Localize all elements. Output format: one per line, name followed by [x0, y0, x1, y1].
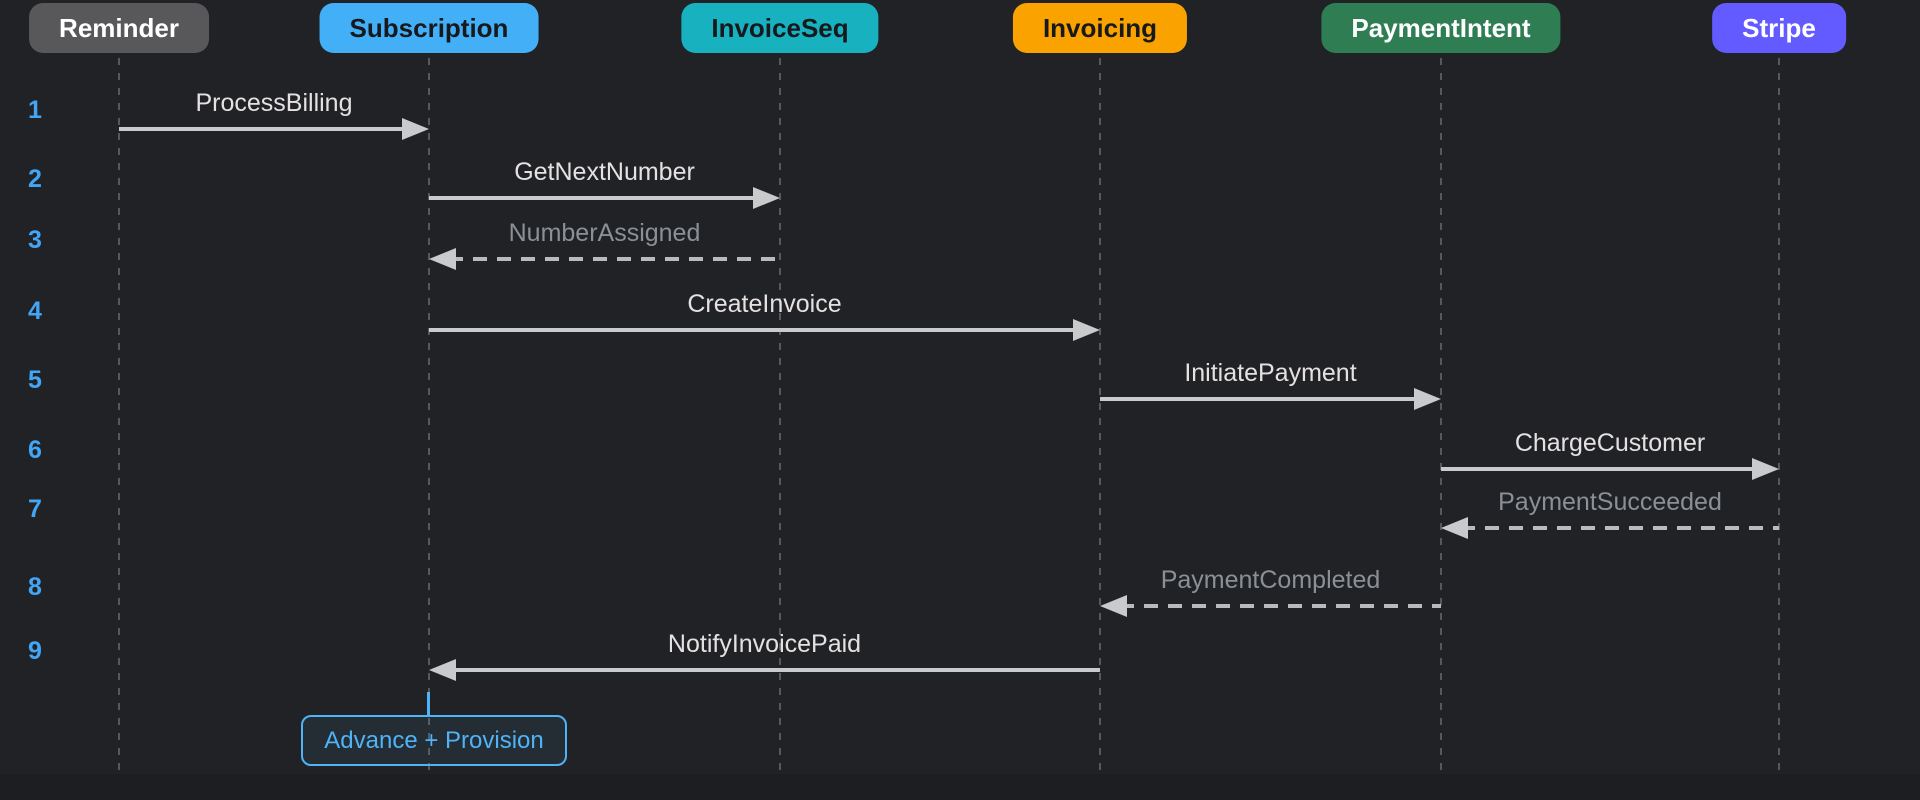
return-arrow-line	[1120, 604, 1441, 608]
call-arrow-line	[119, 127, 409, 131]
arrowhead-icon	[1414, 388, 1441, 410]
bottom-strip	[0, 774, 1920, 800]
note-connector-line	[427, 692, 430, 715]
message-label: NotifyInvoicePaid	[667, 630, 862, 658]
return-arrow-line	[449, 257, 780, 261]
call-arrow-line	[1441, 467, 1759, 471]
message-label: ProcessBilling	[195, 89, 353, 117]
message-label: PaymentCompleted	[1160, 566, 1381, 594]
message-label: GetNextNumber	[514, 158, 695, 186]
sequence-number: 7	[28, 495, 42, 523]
actor-reminder[interactable]: Reminder	[29, 3, 209, 53]
sequence-number: 6	[28, 436, 42, 464]
lifeline-subscription	[428, 58, 430, 770]
return-arrow-line	[1461, 526, 1779, 530]
call-arrow-line	[429, 328, 1080, 332]
sequence-number: 9	[28, 637, 42, 665]
arrowhead-icon	[1100, 595, 1127, 617]
actor-stripe[interactable]: Stripe	[1712, 3, 1846, 53]
message-label: PaymentSucceeded	[1498, 488, 1722, 516]
arrowhead-icon	[1441, 517, 1468, 539]
arrowhead-icon	[429, 248, 456, 270]
actor-invoicing[interactable]: Invoicing	[1012, 3, 1188, 53]
sequence-number: 5	[28, 366, 42, 394]
message-label: CreateInvoice	[687, 290, 842, 318]
message-label: InitiatePayment	[1184, 359, 1357, 387]
arrowhead-icon	[1073, 319, 1100, 341]
sequence-number: 2	[28, 165, 42, 193]
call-arrow-line	[449, 668, 1100, 672]
lifeline-paymentintent	[1440, 58, 1442, 770]
actor-paymentintent[interactable]: PaymentIntent	[1321, 3, 1561, 53]
message-label: NumberAssigned	[508, 219, 701, 247]
arrowhead-icon	[1752, 458, 1779, 480]
note-advance-provision[interactable]: Advance + Provision	[301, 715, 567, 766]
arrowhead-icon	[753, 187, 780, 209]
arrowhead-icon	[402, 118, 429, 140]
call-arrow-line	[429, 196, 760, 200]
actor-invoiceseq[interactable]: InvoiceSeq	[681, 3, 879, 53]
sequence-number: 4	[28, 297, 42, 325]
lifeline-invoiceseq	[779, 58, 781, 770]
actor-subscription[interactable]: Subscription	[319, 3, 539, 53]
lifeline-stripe	[1778, 58, 1780, 770]
message-label: ChargeCustomer	[1514, 429, 1706, 457]
sequence-number: 1	[28, 96, 42, 124]
sequence-number: 3	[28, 226, 42, 254]
lifeline-invoicing	[1099, 58, 1101, 770]
lifeline-reminder	[118, 58, 120, 770]
sequence-number: 8	[28, 573, 42, 601]
call-arrow-line	[1100, 397, 1421, 401]
arrowhead-icon	[429, 659, 456, 681]
